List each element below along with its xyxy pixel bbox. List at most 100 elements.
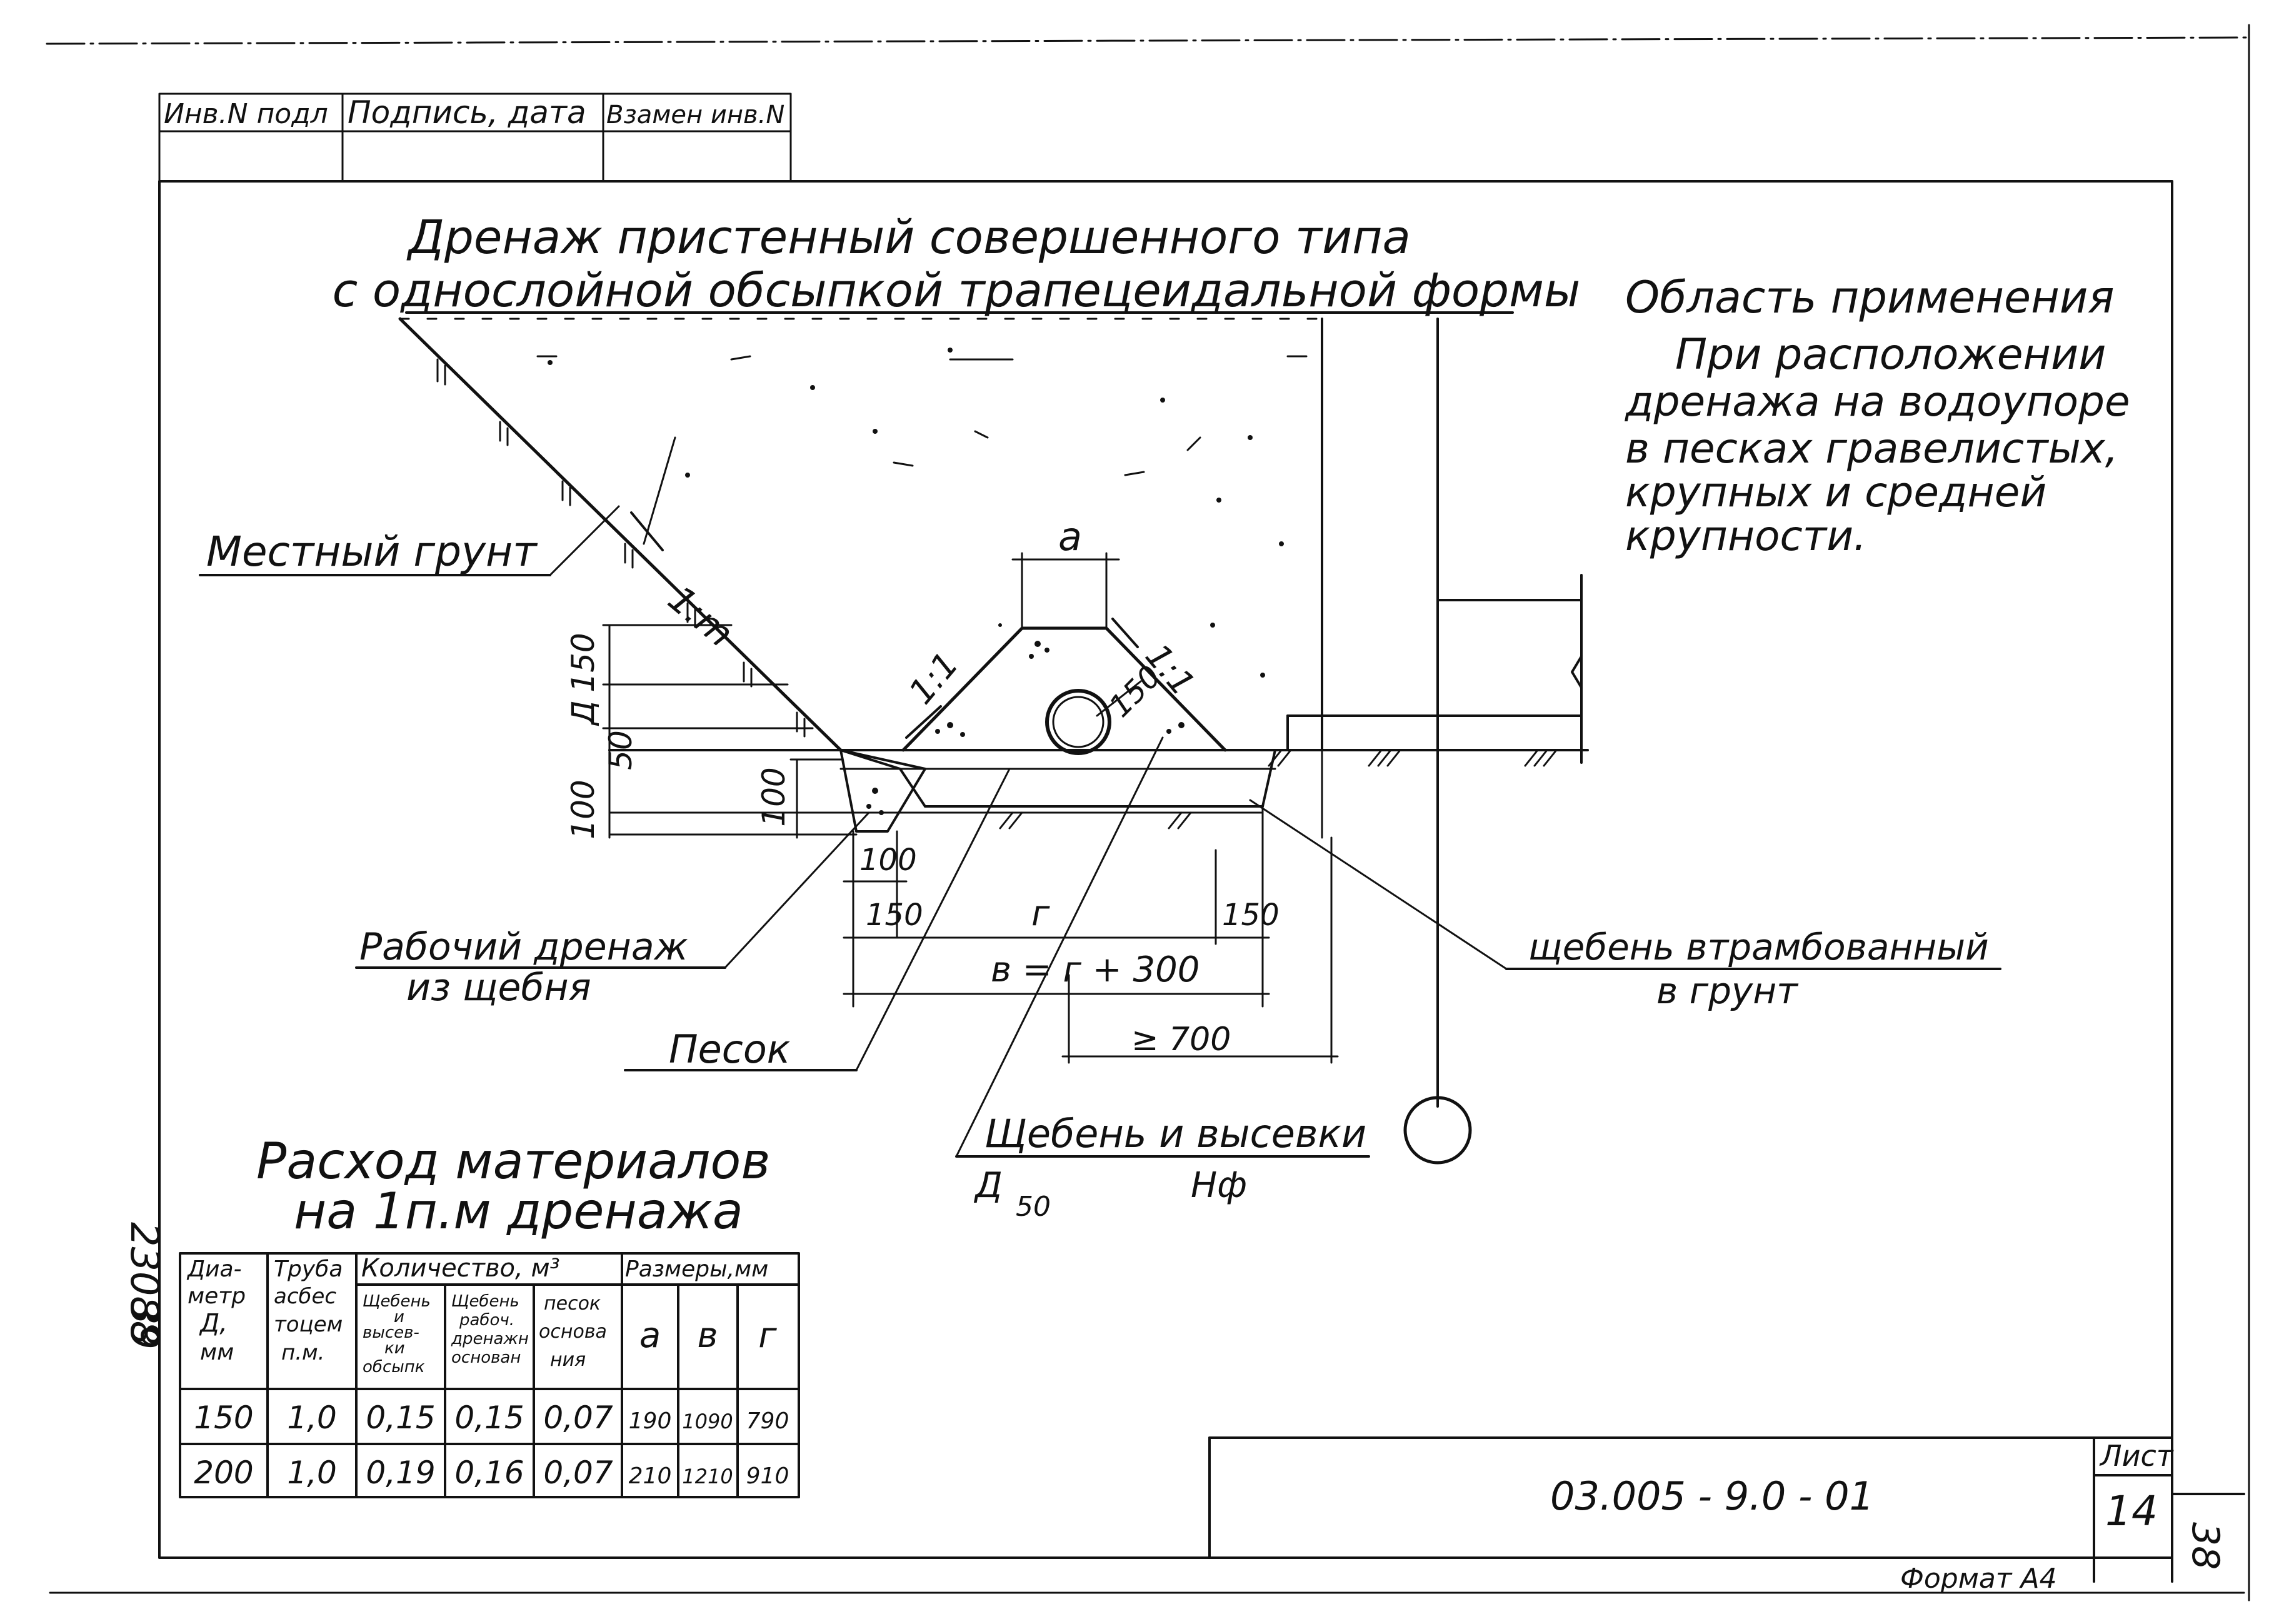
stamp-box: Инв.N подл Подпись, дата Взамен инв.N [158, 93, 792, 183]
working-drain-label-1: Рабочий дренаж [359, 925, 688, 969]
dim-50: 50 [603, 730, 639, 770]
stamp-podpis-data: Подпись, дата [348, 94, 586, 131]
th-diameter-3: Д, [199, 1309, 228, 1338]
cell-r1-q3: 0,07 [543, 1400, 613, 1436]
th-diameter-1: Диа- [186, 1256, 242, 1282]
cell-r2-q3: 0,07 [543, 1455, 613, 1491]
side-number-2: 39 [122, 1300, 168, 1350]
dim-v: в = г + 300 [991, 950, 1200, 990]
th-q1-1: Щебень [363, 1292, 431, 1311]
page-number: 38 [2183, 1522, 2227, 1570]
scope-line-5: крупности. [1625, 512, 1866, 560]
scope-line-3: в песках гравелистых, [1625, 424, 2118, 473]
th-q1-2: и [394, 1308, 404, 1326]
cell-r2-q1: 0,19 [366, 1455, 435, 1491]
scope-note: Область применения При расположении дрен… [1625, 272, 2130, 560]
table-header: Диа- метр Д, мм Труба асбес тоцем п.м. К… [186, 1254, 777, 1376]
table-row: 200 1,0 0,19 0,16 0,07 210 1210 910 [194, 1455, 789, 1491]
th-diameter-4: мм [200, 1340, 234, 1365]
d50-label: Д [973, 1165, 1003, 1206]
th-size-g: г [758, 1315, 777, 1356]
hf-label: Нф [1191, 1165, 1247, 1206]
cell-r1-a: 190 [629, 1408, 672, 1434]
slope-m-label: 1:m [660, 578, 741, 656]
dim-100-left: 100 [565, 779, 601, 839]
dim-a-label: a [1058, 514, 1082, 559]
left-dimensions: 150 Д 50 100 100 [565, 624, 842, 840]
th-q2-4: основан [451, 1348, 521, 1367]
title-line1: Дренаж пристенный совершенного типа [406, 211, 1411, 264]
th-size-v: в [697, 1315, 718, 1356]
cell-r1-q1: 0,15 [366, 1400, 435, 1436]
main-frame [158, 180, 2173, 1559]
side-number-1: 23088 [122, 1222, 168, 1345]
format-label: Формат А4 [1900, 1563, 2057, 1595]
dim-g: г [1031, 893, 1050, 934]
dim-100-mid: 100 [756, 767, 792, 826]
cell-r2-a: 210 [629, 1463, 672, 1489]
dim-150-bl: 150 [866, 898, 923, 933]
dim-700: ≥ 700 [1131, 1021, 1231, 1058]
bottom-dimensions: 100 150 г 150 в = г + 300 ≥ 700 [843, 805, 1339, 1064]
stamp-inv-podl: Инв.N подл [164, 98, 328, 130]
scope-line-2: дренажа на водоупоре [1625, 378, 2130, 426]
cell-r2-diameter: 200 [194, 1455, 253, 1491]
th-size-a: а [639, 1315, 661, 1356]
crushed-stone-label-1: щебень втрамбованный [1528, 926, 1989, 968]
th-pipe-3: тоцем [274, 1312, 343, 1337]
cell-r1-g: 790 [746, 1408, 789, 1434]
scope-heading: Область применения [1625, 272, 2114, 323]
th-q2-1: Щебень [451, 1292, 519, 1311]
drain-cross-section: 1:m a 1:1 1:1 150 [398, 317, 1589, 1165]
materials-title-2: на 1п.м дренажа [294, 1182, 743, 1240]
th-q1-3: высев- [363, 1323, 419, 1342]
th-q1-5: обсыпк [363, 1358, 425, 1376]
crushed-stone-label-2: в грунт [1656, 970, 1799, 1012]
sheet-number: 14 [2105, 1487, 2158, 1535]
fill-speckles [548, 348, 1284, 815]
trim-lines [46, 24, 2251, 1601]
title-block: 03.005 - 9.0 - 01 Лист 14 38 Формат А4 [1208, 1436, 2245, 1595]
cell-r2-v: 1210 [682, 1465, 733, 1488]
materials-table [179, 1252, 800, 1498]
dim-100-bottom: 100 [859, 843, 917, 878]
callouts: Местный грунт Рабочий дренаж из щебня Пе… [199, 505, 2001, 1223]
th-q2-3: дренажн [451, 1330, 529, 1348]
cell-r1-diameter: 150 [194, 1400, 253, 1436]
stamp-vzamen: Взамен инв.N [606, 101, 784, 129]
th-q3-2: основа [539, 1321, 607, 1343]
drawing-title: Дренаж пристенный совершенного типа с од… [333, 211, 1581, 318]
th-pipe-4: п.м. [281, 1340, 325, 1365]
cell-r2-g: 910 [746, 1463, 789, 1489]
materials-section: Расход материалов на 1п.м дренажа Диа- м… [179, 1132, 800, 1498]
working-drain-label-2: из щебня [406, 966, 591, 1010]
cell-r1-q2: 0,15 [454, 1400, 524, 1436]
th-q2-2: рабоч. [459, 1311, 514, 1330]
fill-label: Щебень и высевки [984, 1111, 1366, 1156]
cell-r1-pipe: 1,0 [287, 1400, 337, 1436]
cell-r1-v: 1090 [682, 1410, 733, 1433]
cell-r2-pipe: 1,0 [287, 1455, 337, 1491]
th-q3-1: песок [544, 1293, 601, 1315]
th-q1-4: ки [384, 1339, 405, 1358]
materials-title-1: Расход материалов [256, 1132, 771, 1190]
d50-sub: 50 [1016, 1191, 1051, 1223]
th-pipe-1: Труба [274, 1256, 343, 1282]
doc-code: 03.005 - 9.0 - 01 [1550, 1473, 1874, 1519]
dim-150-br: 150 [1222, 898, 1280, 933]
scope-line-1: При расположении [1675, 330, 2106, 379]
sand-label: Песок [669, 1026, 791, 1072]
side-numbers: 23088 39 [122, 1222, 168, 1350]
scope-line-4: крупных и средней [1625, 468, 2046, 516]
th-pipe-2: асбес [274, 1284, 336, 1309]
slope-left-label: 1:1 [901, 644, 966, 711]
cell-r2-q2: 0,16 [454, 1455, 524, 1491]
table-row: 150 1,0 0,15 0,15 0,07 190 1090 790 [194, 1400, 789, 1436]
sheet-label: Лист [2099, 1439, 2174, 1473]
dim-D: Д [565, 700, 601, 726]
th-diameter-2: метр [188, 1283, 246, 1309]
th-quantity: Количество, м³ [361, 1254, 560, 1283]
th-sizes: Размеры,мм [625, 1256, 768, 1282]
soil-dashes [536, 355, 1308, 476]
